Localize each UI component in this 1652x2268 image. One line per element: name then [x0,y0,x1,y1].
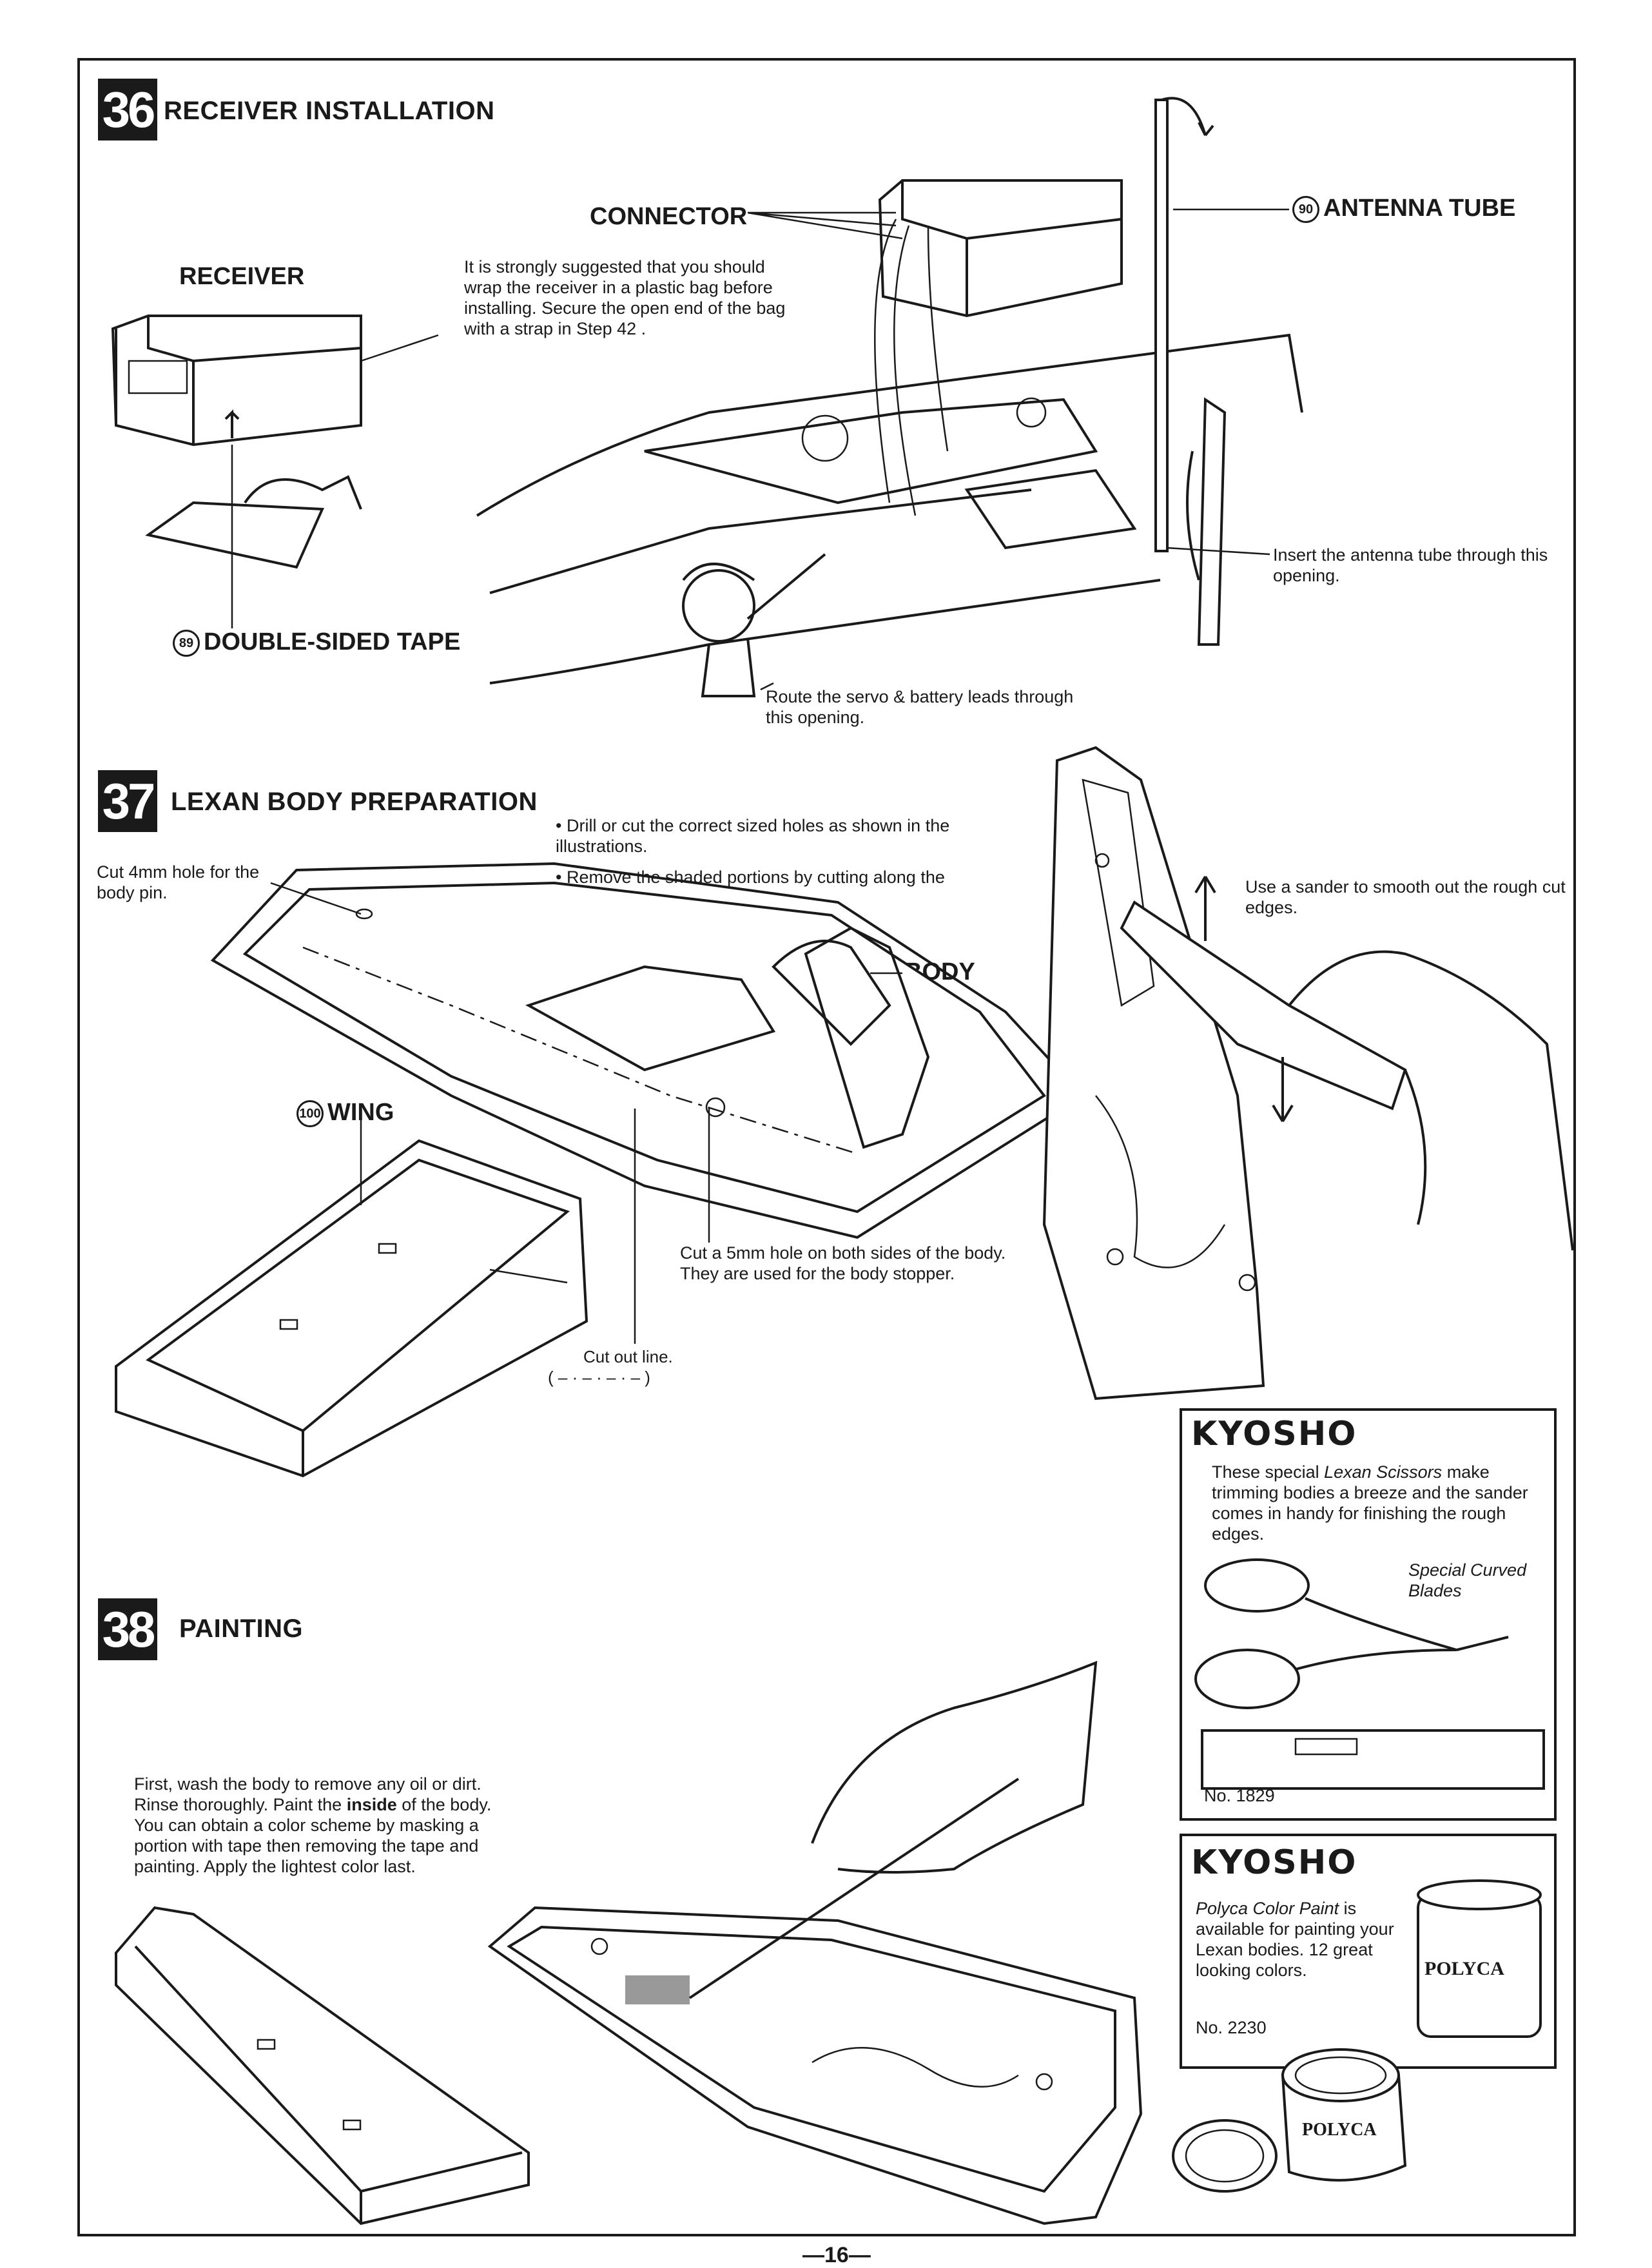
kyosho-logo-scissors: KYOSHO [1191,1415,1357,1453]
cut-out-line-legend: ( – · – · – · – ) [548,1368,650,1387]
step-37-title: LEXAN BODY PREPARATION [171,788,538,816]
step-38-title: PAINTING [179,1614,304,1643]
bullet-drill: • Drill or cut the correct sized holes a… [556,816,950,856]
painting-instructions: First, wash the body to remove any oil o… [134,1774,492,1876]
plastic-bag-note: It is strongly suggested that you should… [464,257,786,338]
leads-opening-note: Route the servo & battery leads through … [766,687,1074,727]
page-frame [77,58,1576,2236]
antenna-part-number: 90 [1292,195,1319,223]
paint-ad-text: Polyca Color Paint is available for pain… [1196,1899,1394,1980]
wing-part-number: 100 [296,1100,324,1127]
cut-out-line-note: Cut out line. [583,1347,673,1366]
step-36-title: RECEIVER INSTALLATION [164,97,495,125]
receiver-label: RECEIVER [179,263,305,290]
sander-note: Use a sander to smooth out the rough cut… [1245,877,1566,917]
scissors-ad-text: These special Lexan Scissors make trimmi… [1212,1462,1528,1544]
body-pin-note: Cut 4mm hole for the body pin. [97,862,260,902]
page-number: —16— [802,2243,871,2267]
curved-blades-callout: Special Curved Blades [1408,1560,1527,1600]
kyosho-logo-paint: KYOSHO [1191,1843,1357,1882]
open-jar-label: POLYCA [1302,2120,1377,2140]
step-38-badge: 38 [98,1598,157,1660]
body-stopper-note: Cut a 5mm hole on both sides of the body… [680,1243,1006,1283]
paint-product-number: No. 2230 [1196,2018,1267,2037]
step-36-badge: 36 [98,79,157,141]
step-37-badge: 37 [98,770,157,832]
antenna-opening-note: Insert the antenna tube through this ope… [1273,545,1548,585]
connector-label: CONNECTOR [590,203,748,230]
tape-part-number: 89 [173,629,200,657]
jar-label: POLYCA [1424,1958,1504,1979]
